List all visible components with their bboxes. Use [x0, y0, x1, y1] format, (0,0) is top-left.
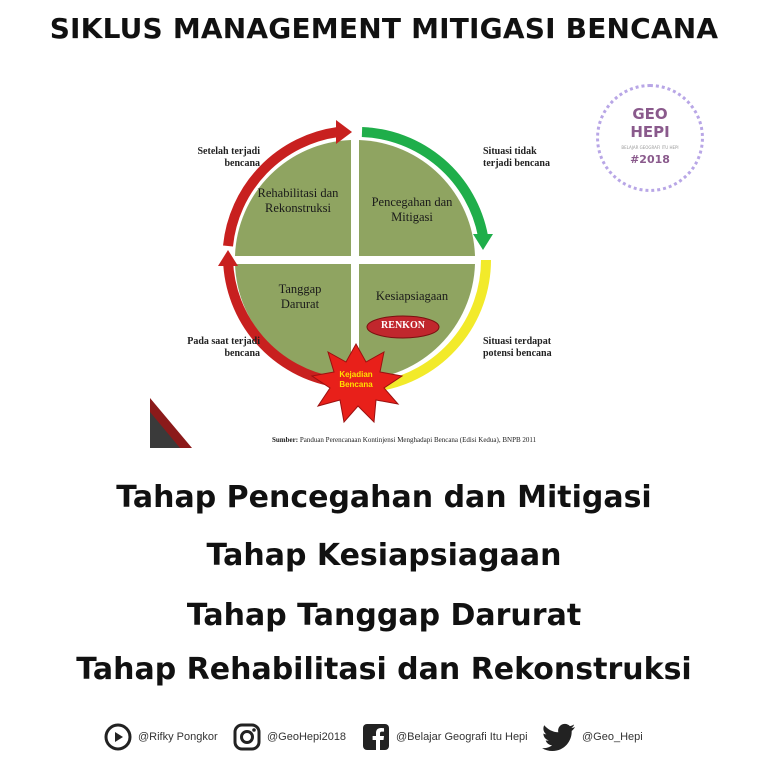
cycle-graphic — [150, 120, 493, 448]
green-arrowhead — [473, 234, 493, 250]
green-arc — [361, 127, 488, 237]
stage-1: Tahap Pencegahan dan Mitigasi — [116, 480, 652, 515]
source-note: Sumber: Panduan Perencanaan Kontinjensi … — [272, 436, 622, 444]
label-no-disaster: Situasi tidak terjadi bencana — [483, 146, 550, 169]
social-youtube-text: @Rifky Pongkor — [138, 731, 218, 743]
logo-year: #2018 — [630, 153, 670, 166]
social-facebook[interactable]: @Belajar Geografi Itu Hepi — [362, 722, 528, 752]
twitter-icon — [542, 723, 575, 751]
logo-line1: GEO — [632, 105, 668, 123]
red-arrowhead-upper — [336, 120, 352, 144]
stage-4: Tahap Rehabilitasi dan Rekonstruksi — [76, 652, 692, 687]
page-title: SIKLUS MANAGEMENT MITIGASI BENCANA — [49, 12, 719, 45]
red-arrowhead-lower — [218, 250, 238, 266]
social-twitter[interactable]: @Geo_Hepi — [542, 722, 643, 752]
red-arc-upper — [223, 127, 339, 247]
renkon-label: RENKON — [381, 320, 425, 331]
label-after-disaster: Setelah terjadi bencana — [197, 146, 261, 169]
quadrant-label-preparedness: Kesiapsiagaan — [375, 289, 449, 303]
youtube-icon — [104, 723, 132, 751]
quadrant-label-rehab: Rehabilitasi dan Rekonstruksi — [257, 186, 339, 215]
source-label: Sumber: — [272, 436, 299, 444]
social-instagram[interactable]: @GeoHepi2018 — [233, 722, 346, 752]
social-instagram-text: @GeoHepi2018 — [267, 731, 347, 743]
event-burst — [310, 342, 404, 424]
label-during-disaster: Pada saat terjadi bencana — [187, 336, 260, 359]
geohepi-logo: GEO HEPI BELAJAR GEOGRAFI ITU HEPI #2018 — [596, 84, 704, 192]
mitigation-cycle-diagram: Setelah terjadi bencana Situasi tidak te… — [150, 100, 620, 450]
renkon-ellipse — [366, 315, 440, 339]
logo-line2: HEPI — [630, 123, 670, 141]
social-youtube[interactable]: @Rifky Pongkor — [104, 722, 218, 752]
social-facebook-text: @Belajar Geografi Itu Hepi — [396, 731, 528, 743]
source-text: Panduan Perencanaan Kontinjensi Menghada… — [299, 436, 537, 444]
quadrant-top-right — [359, 140, 475, 256]
quadrant-label-prevention: Pencegahan dan Mitigasi — [371, 195, 453, 224]
event-label: Kejadian Bencana — [339, 370, 373, 389]
quadrant-label-emergency: Tanggap Darurat — [278, 282, 322, 311]
stage-2: Tahap Kesiapsiagaan — [206, 538, 562, 573]
corner-wedge-dark — [150, 412, 180, 448]
label-potential-disaster: Situasi terdapat potensi bencana — [483, 336, 552, 359]
yellow-arc — [379, 259, 491, 391]
facebook-icon — [363, 724, 389, 750]
logo-tagline: BELAJAR GEOGRAFI ITU HEPI — [621, 145, 679, 150]
quadrant-bottom-left — [235, 264, 351, 380]
social-twitter-text: @Geo_Hepi — [582, 731, 643, 743]
quadrant-top-left — [235, 140, 351, 256]
instagram-icon — [233, 723, 261, 751]
stage-3: Tahap Tanggap Darurat — [186, 598, 582, 633]
